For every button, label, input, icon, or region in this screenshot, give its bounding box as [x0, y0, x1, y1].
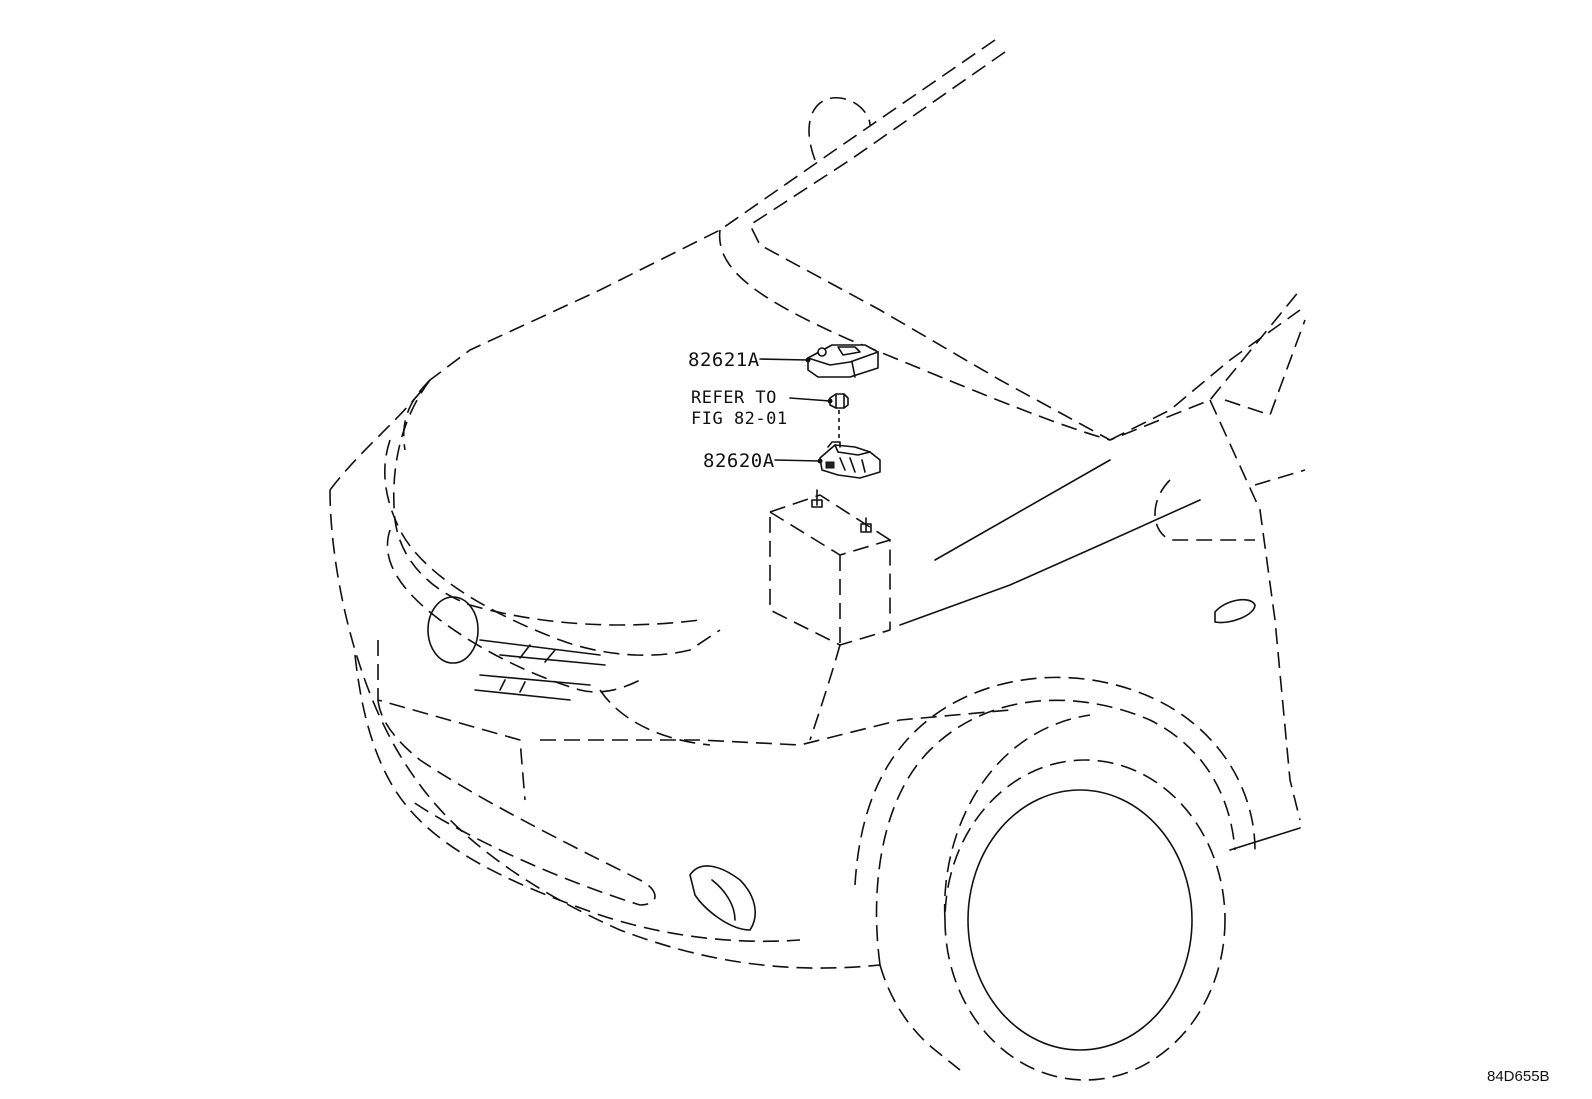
- leader-lines: [759, 357, 833, 464]
- part-82621a-cover: [807, 344, 879, 378]
- refer-to-label-line2: FIG 82-01: [691, 409, 788, 429]
- nut: [829, 393, 849, 440]
- part-label-82621a: 82621A: [688, 349, 760, 371]
- part-label-82620a: 82620A: [703, 450, 775, 472]
- car-body-outline: [329, 39, 1306, 1081]
- refer-to-label-line1: REFER TO: [691, 388, 777, 408]
- illustration-code: 84D655B: [1487, 1068, 1550, 1085]
- part-82620a-block: [819, 441, 881, 479]
- battery: [769, 489, 891, 646]
